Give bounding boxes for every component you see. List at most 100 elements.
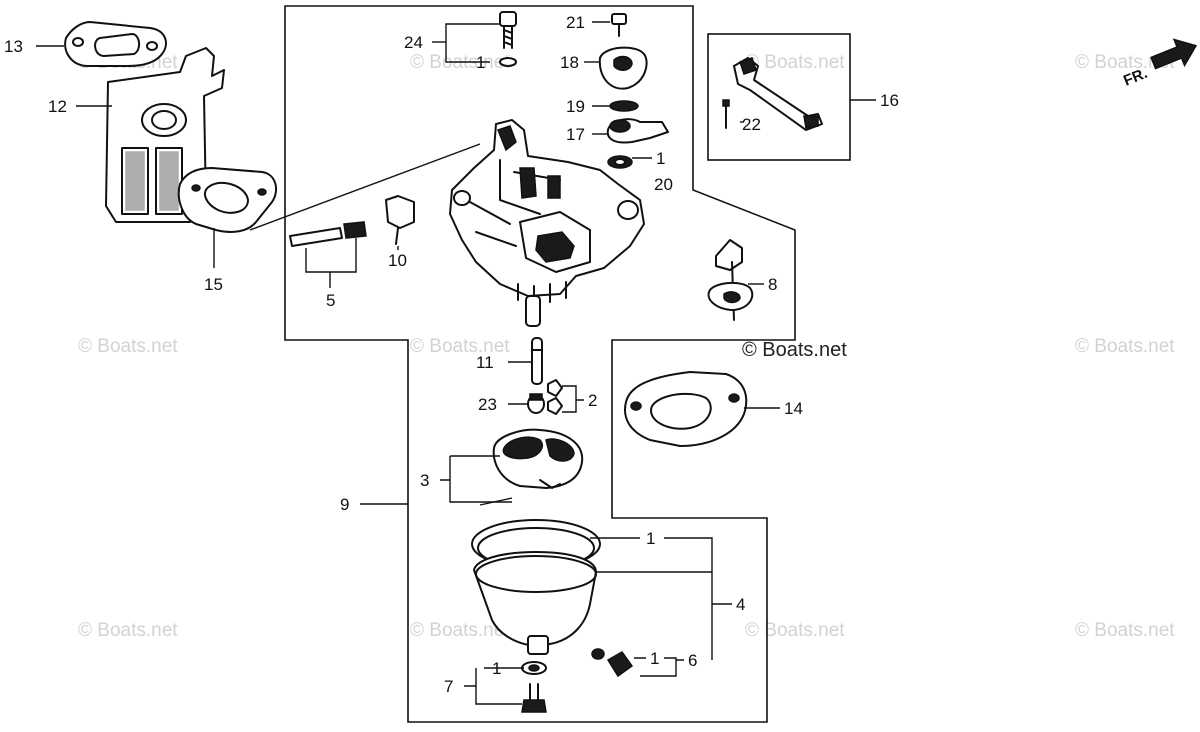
float-3-shading <box>502 436 575 462</box>
drain-screw-6 <box>606 651 634 678</box>
callout-7: 7 <box>444 677 453 696</box>
leader <box>464 667 524 705</box>
bolt-hole <box>72 37 84 47</box>
watermark: © Boats.net <box>410 620 510 641</box>
alignment-line <box>249 143 481 231</box>
screw-24-thread <box>503 25 513 49</box>
callout-14: 14 <box>784 399 803 418</box>
arrow-icon <box>1150 38 1198 70</box>
leader <box>440 455 512 503</box>
callout-24: 24 <box>404 33 423 52</box>
callout-3: 3 <box>420 471 429 490</box>
bolt-7-shank <box>529 683 539 701</box>
main-jet-23-top <box>529 393 543 401</box>
lever-box <box>707 33 851 161</box>
bracket-port-inner <box>151 110 177 130</box>
jet-needle-11 <box>531 337 543 385</box>
washer <box>499 57 517 67</box>
gasket-14-port <box>650 392 712 430</box>
watermark: © Boats.net <box>1075 620 1175 641</box>
top-small-parts <box>499 11 669 169</box>
watermark: © Boats.net <box>1075 52 1175 73</box>
leader <box>562 385 584 413</box>
assembly-outline <box>284 5 796 723</box>
spring-5 <box>343 221 367 239</box>
callout-5: 5 <box>326 291 335 310</box>
o-ring-center <box>614 158 626 166</box>
carburetor-housing <box>449 119 645 297</box>
callout-1: 1 <box>646 529 655 548</box>
callout-12: 12 <box>48 97 67 116</box>
carburetor-body <box>449 119 645 327</box>
bolt-hole <box>257 188 267 196</box>
leader <box>445 23 500 63</box>
watermark: © Boats.net <box>1075 336 1175 357</box>
housing-detail <box>469 159 561 247</box>
pilot-screw-5 <box>289 227 343 247</box>
callout-16: 16 <box>880 91 899 110</box>
bracket-shadow <box>125 151 179 211</box>
callout-1: 1 <box>656 149 665 168</box>
watermark-prominent: © Boats.net <box>742 339 847 361</box>
gasket-13 <box>64 21 167 67</box>
screw-10-shank <box>395 227 399 245</box>
callout-8: 8 <box>768 275 777 294</box>
lever-16-group <box>722 57 823 131</box>
gasket-14 <box>624 371 748 447</box>
callout-10: 10 <box>388 251 407 270</box>
housing-dark-detail <box>497 125 561 199</box>
screw-17-head <box>609 119 631 133</box>
screw-21-head <box>611 13 627 25</box>
jet-2 <box>547 379 563 397</box>
bolt-hole <box>191 184 201 192</box>
callout-9: 9 <box>340 495 349 514</box>
bracket-port <box>141 103 187 137</box>
bolt-washer-hole <box>528 664 540 672</box>
lever-8-group <box>707 239 754 321</box>
screw-10-head <box>385 195 415 229</box>
cap-18-slot <box>613 55 633 71</box>
float-pin <box>539 479 561 489</box>
spring-19 <box>609 100 639 112</box>
lever-16 <box>733 57 823 131</box>
watermark: © Boats.net <box>745 620 845 641</box>
gasket-port <box>94 33 140 57</box>
callout-11: 11 <box>476 353 494 372</box>
watermark-layer: © Boats.net © Boats.net © Boats.net © Bo… <box>78 52 1175 641</box>
drain-washer-6 <box>591 648 605 660</box>
callout-17: 17 <box>566 125 585 144</box>
leader <box>634 657 684 677</box>
callout-6: 6 <box>688 651 697 670</box>
callout-18: 18 <box>560 53 579 72</box>
callout-13: 13 <box>4 37 23 56</box>
left-parts-group <box>64 21 481 233</box>
watermark: © Boats.net <box>78 336 178 357</box>
watermark: © Boats.net <box>78 620 178 641</box>
callout-labels: 13 12 15 5 10 24 1 21 18 19 17 1 20 22 1… <box>4 13 899 696</box>
pin-22-head <box>722 99 730 107</box>
callout-22: 22 <box>742 115 761 134</box>
callout-21: 21 <box>566 13 585 32</box>
bowl-rim <box>475 555 597 593</box>
internal-parts <box>479 337 584 506</box>
callout-15: 15 <box>204 275 223 294</box>
callout-19: 19 <box>566 97 585 116</box>
gasket-15-port <box>203 181 249 214</box>
housing-boss <box>453 190 471 206</box>
bolt-7-head <box>521 699 547 713</box>
callout-2: 2 <box>588 391 597 410</box>
lever-8-top <box>715 239 743 271</box>
bracket-slot <box>121 147 149 215</box>
housing-boss <box>617 200 639 220</box>
watermark: © Boats.net <box>410 336 510 357</box>
carburetor-flange <box>519 211 591 273</box>
fuel-nozzle-stub <box>525 295 541 327</box>
bowl-drain-boss <box>527 635 549 655</box>
screw-and-spring-group <box>289 195 415 247</box>
leader-lines <box>36 21 876 705</box>
callout-1: 1 <box>650 649 659 668</box>
jet-2-lower <box>547 397 563 415</box>
bolt-hole <box>728 393 740 403</box>
